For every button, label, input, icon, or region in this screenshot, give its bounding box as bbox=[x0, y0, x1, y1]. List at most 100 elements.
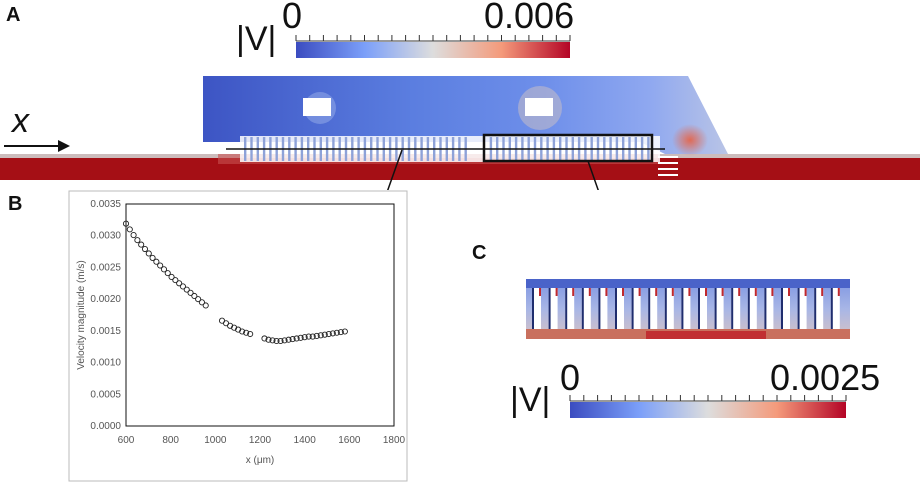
x-axis-label: x (μm) bbox=[246, 455, 275, 466]
zoom-pillar-edge bbox=[581, 288, 584, 329]
zoom-pillar-edge bbox=[764, 288, 767, 329]
data-point bbox=[172, 277, 179, 284]
zoom-pillar bbox=[781, 288, 790, 329]
data-point bbox=[126, 226, 133, 233]
data-point bbox=[269, 337, 276, 344]
zoom-pillar-edge bbox=[814, 288, 817, 329]
zoom-pillar-hotspot bbox=[638, 288, 641, 296]
data-point bbox=[265, 336, 272, 343]
data-point bbox=[202, 302, 209, 309]
plot-area bbox=[125, 203, 395, 427]
zoom-pillar-hotspot bbox=[754, 288, 757, 296]
colorbar-c-min-label: 0 bbox=[560, 357, 581, 398]
zoom-pillar-edge bbox=[781, 288, 783, 329]
zoom-pillar-hotspot bbox=[804, 288, 807, 296]
obstacle-left bbox=[303, 98, 331, 116]
data-point bbox=[337, 329, 344, 336]
data-point bbox=[134, 237, 141, 244]
zoom-pillar-hotspot bbox=[837, 288, 840, 296]
zoom-pillar-hotspot bbox=[788, 288, 790, 296]
y-tick-label: 0.0035 bbox=[90, 199, 121, 210]
zoom-pillar-hotspot bbox=[555, 288, 558, 296]
zoom-pillar bbox=[764, 288, 774, 329]
zoom-pillar-edge bbox=[698, 288, 700, 329]
data-point bbox=[122, 220, 130, 227]
data-point bbox=[281, 337, 288, 344]
data-point bbox=[138, 241, 145, 248]
zoom-pillar-hotspot bbox=[572, 288, 575, 296]
y-tick-label: 0.0015 bbox=[90, 326, 121, 337]
zoom-pillar-edge bbox=[714, 288, 717, 329]
zoom-pillar bbox=[814, 288, 824, 329]
data-point bbox=[149, 254, 156, 261]
zoom-pillar bbox=[731, 288, 741, 329]
data-point bbox=[325, 330, 332, 338]
data-point bbox=[273, 337, 280, 345]
data-point bbox=[187, 289, 194, 296]
colorbar-a-max-label: 0.006 bbox=[484, 0, 575, 36]
zoom-pillar-hotspot bbox=[588, 288, 591, 296]
zoom-pillar bbox=[581, 288, 591, 329]
y-tick-label: 0.0025 bbox=[90, 262, 121, 273]
x-tick-label: 1000 bbox=[204, 435, 227, 446]
data-point bbox=[157, 262, 164, 269]
zoom-pillar-edge bbox=[731, 288, 734, 329]
zoom-pillar bbox=[681, 288, 691, 329]
zoom-pillar bbox=[631, 288, 641, 329]
zoom-pillar bbox=[598, 288, 608, 329]
data-point bbox=[321, 331, 328, 338]
data-point bbox=[309, 333, 316, 340]
zoom-pillar-hotspot bbox=[671, 288, 674, 296]
data-point bbox=[195, 296, 202, 303]
data-point bbox=[198, 299, 205, 306]
zoom-pillar-hotspot bbox=[721, 288, 724, 296]
zoom-pillar bbox=[698, 288, 707, 329]
data-point bbox=[285, 336, 292, 343]
colorbar-a-gradient bbox=[296, 42, 570, 58]
colorbar-a bbox=[295, 35, 571, 58]
data-point bbox=[176, 280, 183, 287]
zoom-pillar bbox=[532, 288, 541, 329]
y-axis-label: Velocity magnitude (m/s) bbox=[76, 260, 87, 370]
zoom-pillar bbox=[615, 288, 624, 329]
zoom-pillar-hotspot bbox=[705, 288, 707, 296]
x-tick-label: 600 bbox=[118, 435, 135, 446]
colorbar-c bbox=[569, 395, 847, 418]
zoom-pillar-hotspot bbox=[738, 288, 741, 296]
data-point bbox=[130, 232, 137, 239]
zoom-pillar-edge bbox=[548, 288, 551, 329]
y-tick-label: 0.0000 bbox=[90, 421, 121, 432]
zoom-pillar-edge bbox=[631, 288, 634, 329]
data-point bbox=[297, 334, 304, 341]
data-point bbox=[243, 329, 250, 336]
zoom-pillar bbox=[648, 288, 658, 329]
zoom-pillar-edge bbox=[681, 288, 684, 329]
zoom-pillar bbox=[747, 288, 757, 329]
data-point bbox=[289, 336, 296, 343]
x-direction-label: x bbox=[12, 102, 29, 140]
zoom-pillar-edge bbox=[830, 288, 833, 329]
zoom-pillar-hotspot bbox=[539, 288, 541, 296]
zoom-pillar-edge bbox=[615, 288, 617, 329]
colorbar-a-title: |V| bbox=[236, 20, 277, 58]
obstacle-right bbox=[525, 98, 553, 116]
zoom-pillar-edge bbox=[532, 288, 534, 329]
y-tick-label: 0.0010 bbox=[90, 358, 121, 369]
data-point bbox=[261, 335, 268, 342]
zoomed-pillar-view bbox=[526, 279, 850, 339]
data-point bbox=[160, 266, 168, 273]
zoom-pillar bbox=[565, 288, 575, 329]
data-point bbox=[277, 337, 284, 345]
panel-label-a: A bbox=[6, 4, 21, 26]
x-tick-label: 1200 bbox=[249, 435, 272, 446]
data-point bbox=[141, 245, 149, 253]
zoom-pillar-edge bbox=[797, 288, 800, 329]
y-tick-label: 0.0020 bbox=[90, 294, 121, 305]
data-point bbox=[247, 330, 254, 338]
panel-label-b: B bbox=[8, 193, 23, 215]
data-point bbox=[164, 270, 171, 277]
x-tick-label: 800 bbox=[162, 435, 179, 446]
data-point bbox=[333, 329, 340, 336]
y-tick-label: 0.0005 bbox=[90, 389, 121, 400]
flow-field-diagram bbox=[0, 76, 920, 190]
